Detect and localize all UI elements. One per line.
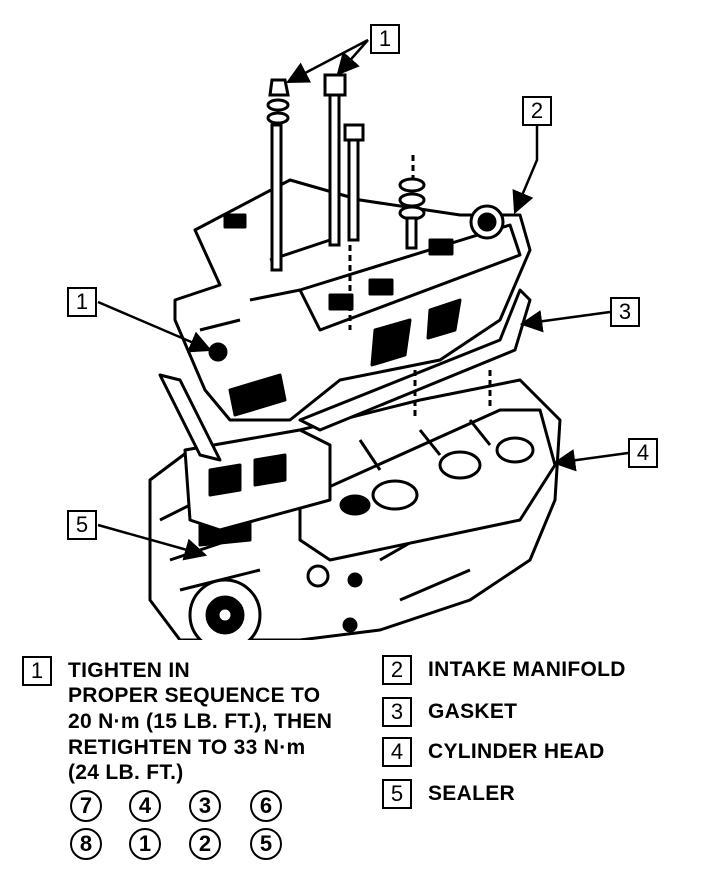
gasket [158, 288, 532, 462]
legend-text-4: CYLINDER HEAD [428, 740, 605, 763]
engine-exploded-view [97, 38, 629, 640]
bolts [266, 73, 492, 420]
sequence-circle: 4 [129, 790, 161, 822]
cylinder-head [298, 408, 557, 562]
legend-text-1-line-4: RETIGHTEN TO 33 N·m [68, 736, 306, 759]
legend-number-5: 5 [382, 779, 412, 809]
legend-text-5: SEALER [428, 782, 515, 805]
leader-lines [97, 38, 629, 561]
left-cylinder-head [183, 428, 332, 532]
callout-5: 5 [67, 510, 97, 540]
callout-2: 2 [522, 96, 552, 126]
legend-text-1-line-2: PROPER SEQUENCE TO [68, 684, 321, 707]
legend-text-2: INTAKE MANIFOLD [428, 658, 626, 681]
sequence-circle: 6 [250, 790, 282, 822]
legend-text-1-line-3: 20 N·m (15 LB. FT.), THEN [68, 710, 333, 733]
sequence-circle: 3 [189, 790, 221, 822]
callout-1-top: 1 [370, 24, 400, 54]
legend-text-1-line-1: TIGHTEN IN [68, 659, 190, 682]
legend-text-1-line-5: (24 LB. FT.) [68, 761, 184, 784]
legend-number-2: 2 [382, 655, 412, 685]
intake-manifold [173, 178, 532, 422]
sequence-circle: 8 [70, 828, 102, 860]
sequence-circle: 1 [129, 828, 161, 860]
legend-number-3: 3 [382, 697, 412, 727]
callout-3: 3 [610, 297, 640, 327]
legend-number-4: 4 [382, 737, 412, 767]
callout-4: 4 [628, 438, 658, 468]
callout-1-left: 1 [67, 287, 97, 317]
sequence-circle: 7 [70, 790, 102, 822]
sequence-circle: 5 [250, 828, 282, 860]
sequence-circle: 2 [189, 828, 221, 860]
legend-number-1: 1 [22, 656, 52, 686]
legend-text-3: GASKET [428, 700, 518, 723]
